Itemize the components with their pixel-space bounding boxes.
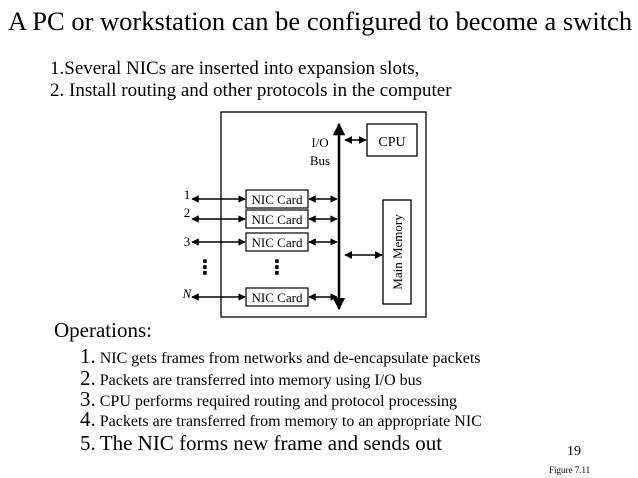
- port-ellipsis: ⋮: [195, 255, 215, 279]
- operation-item-4: 4.Packets are transferred from memory to…: [80, 407, 482, 432]
- operation-text: The NIC forms new frame and sends out: [99, 431, 443, 455]
- bus-label-bus: Bus: [310, 153, 330, 168]
- operation-number: 1.: [80, 344, 96, 368]
- operation-item-2: 2.Packets are transferred into memory us…: [80, 366, 422, 391]
- bus-label-io: I/O: [311, 135, 328, 150]
- main-memory-label: Main Memory: [390, 214, 405, 290]
- page-number: 19: [567, 444, 581, 459]
- port-label-n: N: [182, 286, 193, 301]
- operation-number: 3.: [80, 387, 96, 411]
- operation-item-5: 5.The NIC forms new frame and sends out: [80, 431, 442, 456]
- operation-text: CPU performs required routing and protoc…: [99, 393, 458, 410]
- computer-chassis: [220, 111, 427, 318]
- operation-item-3: 3.CPU performs required routing and prot…: [80, 387, 457, 412]
- nic-ellipsis: ⋮: [267, 255, 287, 279]
- port-label-1: 1: [184, 187, 191, 202]
- intro-line-1: 1.Several NICs are inserted into expansi…: [50, 58, 420, 79]
- operation-item-1: 1.NIC gets frames from networks and de-e…: [80, 344, 481, 369]
- operation-number: 4.: [80, 407, 96, 431]
- operation-text: NIC gets frames from networks and de-enc…: [99, 350, 481, 367]
- port-label-2: 2: [184, 205, 191, 220]
- nic-card-2-label: NIC Card: [252, 212, 303, 227]
- nic-card-n-label: NIC Card: [252, 290, 303, 305]
- nic-card-1: [245, 189, 309, 209]
- cpu-label: CPU: [378, 135, 405, 150]
- operation-number: 5.: [80, 431, 96, 455]
- operation-text: Packets are transferred from memory to a…: [99, 413, 482, 430]
- port-label-3: 3: [184, 234, 191, 249]
- main-memory-box: [382, 199, 412, 305]
- nic-card-1-label: NIC Card: [252, 192, 303, 207]
- cpu-box: [366, 123, 418, 157]
- operation-number: 2.: [80, 366, 96, 390]
- operations-title: Operations:: [54, 318, 152, 342]
- nic-card-3-label: NIC Card: [252, 235, 303, 250]
- slide-title: A PC or workstation can be configured to…: [8, 6, 633, 36]
- operation-text: Packets are transferred into memory usin…: [99, 372, 422, 389]
- nic-card-3: [245, 232, 309, 252]
- figure-reference: Figure 7.11: [549, 465, 591, 475]
- intro-line-2: 2. Install routing and other protocols i…: [50, 80, 452, 101]
- nic-card-2: [245, 209, 309, 229]
- nic-card-n: [245, 287, 309, 307]
